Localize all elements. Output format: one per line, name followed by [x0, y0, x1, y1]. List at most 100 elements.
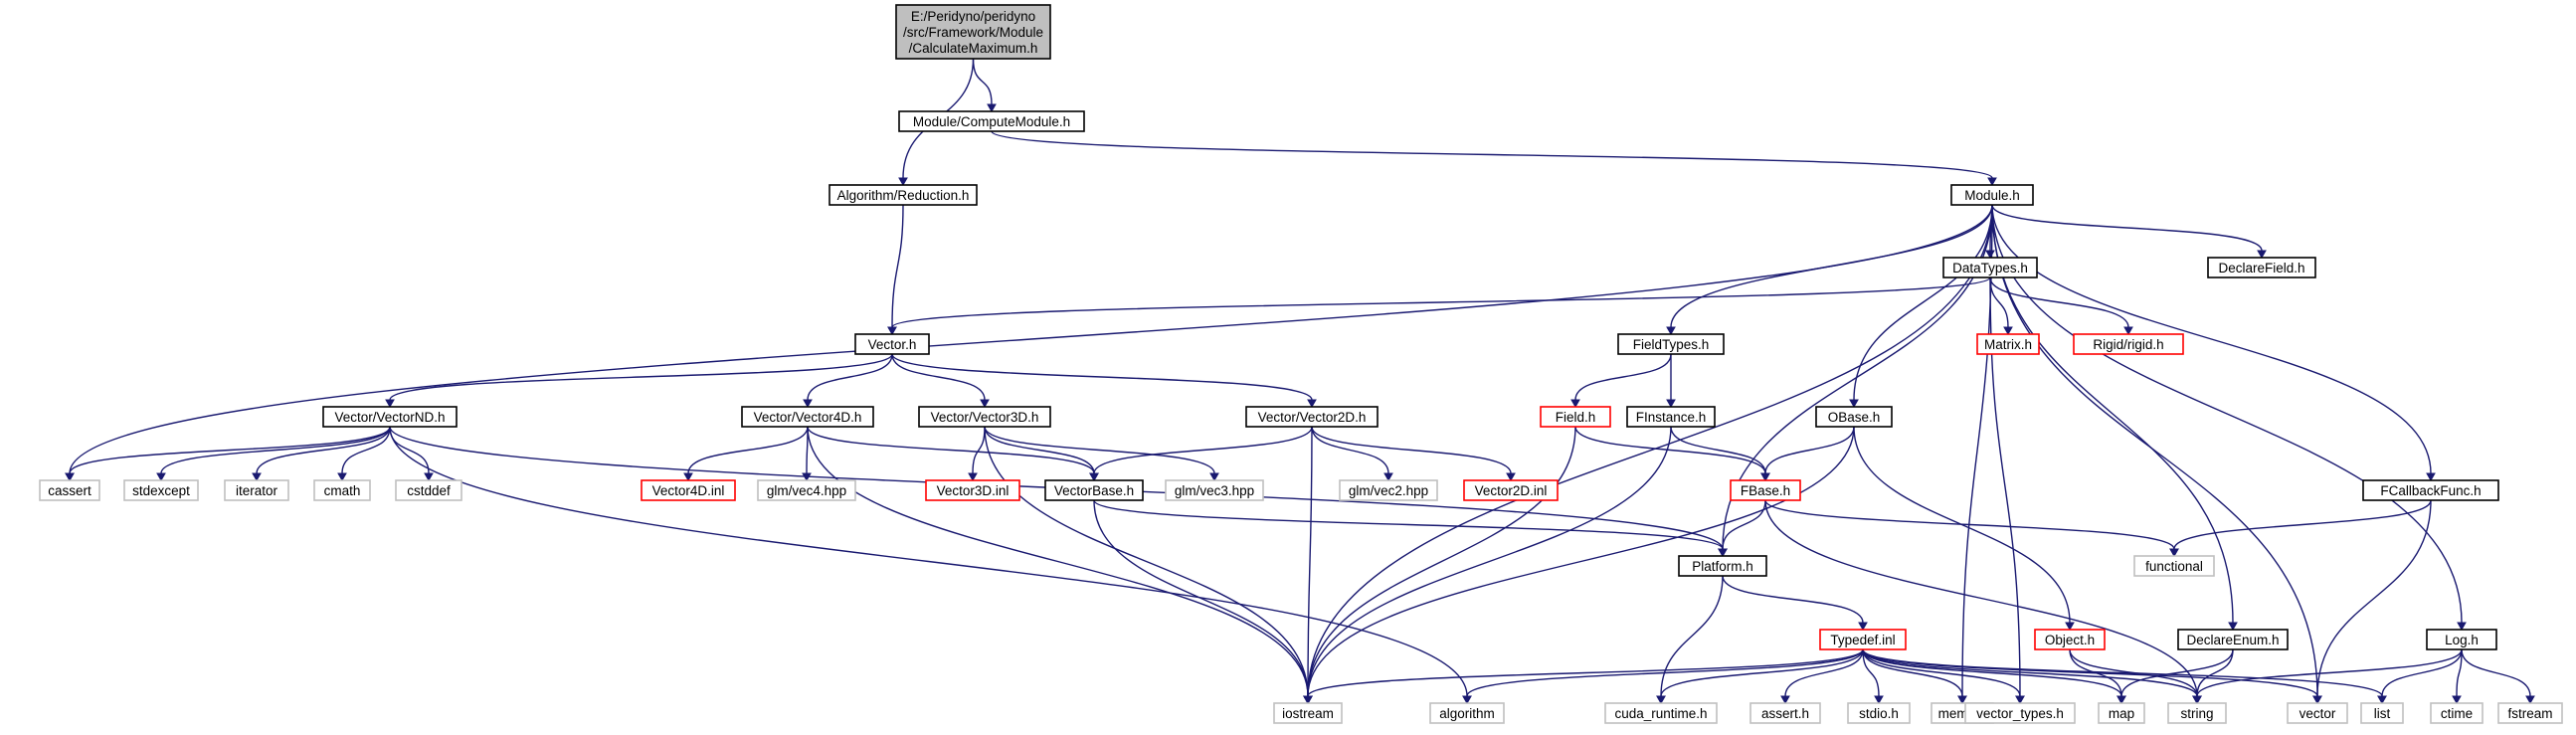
node-vector3dinl[interactable]: Vector3D.inl: [925, 479, 1020, 501]
node-object[interactable]: Object.h: [2034, 629, 2106, 650]
node-vector4dinl[interactable]: Vector4D.inl: [641, 479, 736, 501]
edge-arrowhead: [1780, 695, 1790, 705]
edge-arrowhead: [968, 472, 978, 482]
node-box: [2177, 629, 2289, 650]
edge-typedef-to-iostream: [1303, 648, 1864, 705]
node-label: VectorBase.h: [1054, 483, 1134, 498]
edge-arrowhead: [1858, 622, 1868, 632]
edge-line: [1862, 648, 2122, 697]
edge-line: [1862, 648, 1880, 697]
node-fbase[interactable]: FBase.h: [1730, 479, 1801, 501]
edge-line: [1722, 499, 1766, 550]
edge-arrowhead: [1849, 399, 1859, 409]
node-stdioh: stdio.h: [1847, 702, 1911, 724]
node-vectornd[interactable]: Vector/VectorND.h: [322, 406, 458, 428]
edge-line: [1307, 648, 1864, 697]
edge-arrowhead: [2015, 695, 2025, 705]
edge-root-to-computemodule: [972, 58, 997, 113]
edge-arrowhead: [1985, 250, 1995, 260]
node-vector2d[interactable]: Vector/Vector2D.h: [1245, 406, 1379, 428]
node-label: FieldTypes.h: [1633, 337, 1710, 352]
node-declareenum[interactable]: DeclareEnum.h: [2177, 629, 2289, 650]
edge-line: [1307, 426, 1313, 697]
edge-line: [1311, 426, 1512, 474]
node-box: [1245, 406, 1379, 428]
node-label: cassert: [48, 483, 92, 498]
edge-layer: [65, 58, 2535, 705]
node-box: [1964, 702, 2076, 724]
edge-line: [1991, 204, 2318, 697]
edge-typedef-to-vectortypes: [1862, 648, 2025, 705]
edge-vector3d-to-glmvec3: [984, 426, 1219, 482]
node-label: ctime: [2441, 706, 2473, 721]
node-rigid[interactable]: Rigid/rigid.h: [2073, 333, 2184, 355]
edge-log-to-list: [2377, 648, 2463, 705]
node-box: [2426, 629, 2497, 650]
edge-line: [1853, 204, 1993, 401]
edge-line: [1961, 204, 1993, 697]
node-fcallback[interactable]: FCallbackFunc.h: [2362, 479, 2499, 501]
node-vector3d[interactable]: Vector/Vector3D.h: [918, 406, 1051, 428]
node-vectorbase[interactable]: VectorBase.h: [1044, 479, 1144, 501]
node-iostream: iostream: [1273, 702, 1343, 724]
edge-line: [984, 426, 1095, 474]
edge-arrowhead: [1874, 695, 1884, 705]
node-module[interactable]: Module.h: [1950, 184, 2034, 206]
node-label: /src/Framework/Module: [903, 25, 1043, 40]
node-vector4d[interactable]: Vector/Vector4D.h: [741, 406, 874, 428]
node-label: DataTypes.h: [1952, 261, 2028, 276]
edge-line: [1466, 648, 1864, 697]
edge-typedef-to-asserth: [1780, 648, 1864, 705]
node-matrix[interactable]: Matrix.h: [1976, 333, 2040, 355]
edge-field-to-iostream: [1303, 426, 1576, 705]
node-declarefield[interactable]: DeclareField.h: [2207, 257, 2316, 278]
node-log[interactable]: Log.h: [2426, 629, 2497, 650]
edge-line: [2381, 648, 2463, 697]
edge-arrowhead: [683, 472, 693, 482]
node-vector[interactable]: Vector.h: [854, 333, 930, 355]
node-computemodule[interactable]: Module/ComputeModule.h: [898, 110, 1085, 132]
edge-line: [807, 353, 893, 401]
edge-arrowhead: [156, 472, 166, 482]
node-box: [2430, 702, 2484, 724]
node-box: [854, 333, 930, 355]
node-finstance[interactable]: FInstance.h: [1626, 406, 1716, 428]
node-label: map: [2109, 706, 2134, 721]
edge-fbase-to-platform: [1718, 499, 1766, 558]
node-box: [918, 406, 1051, 428]
node-reduction[interactable]: Algorithm/Reduction.h: [828, 184, 978, 206]
node-datatypes[interactable]: DataTypes.h: [1942, 257, 2038, 278]
node-platform[interactable]: Platform.h: [1678, 555, 1767, 577]
node-label: functional: [2145, 559, 2203, 574]
edge-arrowhead: [802, 472, 812, 482]
node-fieldtypes[interactable]: FieldTypes.h: [1617, 333, 1725, 355]
node-fstream: fstream: [2497, 702, 2563, 724]
edge-line: [1660, 648, 1864, 697]
node-asserth: assert.h: [1749, 702, 1821, 724]
edge-arrowhead: [2377, 695, 2387, 705]
node-box: [123, 479, 199, 501]
node-label: Vector/Vector3D.h: [931, 410, 1039, 425]
edge-line: [341, 426, 391, 474]
node-box: [1044, 479, 1144, 501]
node-label: FBase.h: [1741, 483, 1790, 498]
edge-arrowhead: [2525, 695, 2535, 705]
node-label: algorithm: [1439, 706, 1495, 721]
edge-line: [1660, 575, 1724, 697]
node-root[interactable]: E:/Peridyno/peridyno/src/Framework/Modul…: [895, 4, 1051, 60]
node-vector2dinl[interactable]: Vector2D.inl: [1463, 479, 1559, 501]
edge-line: [1093, 426, 1313, 474]
node-obase[interactable]: OBase.h: [1815, 406, 1893, 428]
edge-arrowhead: [1383, 472, 1393, 482]
node-field[interactable]: Field.h: [1540, 406, 1611, 428]
node-typedef[interactable]: Typedef.inl: [1819, 629, 1907, 650]
edge-arrowhead: [2116, 695, 2126, 705]
edge-log-to-ctime: [2452, 648, 2463, 705]
node-box: [641, 479, 736, 501]
edge-arrowhead: [2457, 622, 2467, 632]
node-box: [1819, 629, 1907, 650]
edge-module-to-iostream: [1303, 204, 1993, 705]
node-glmvec4: glm/vec4.hpp: [757, 479, 856, 501]
node-label: string: [2180, 706, 2213, 721]
